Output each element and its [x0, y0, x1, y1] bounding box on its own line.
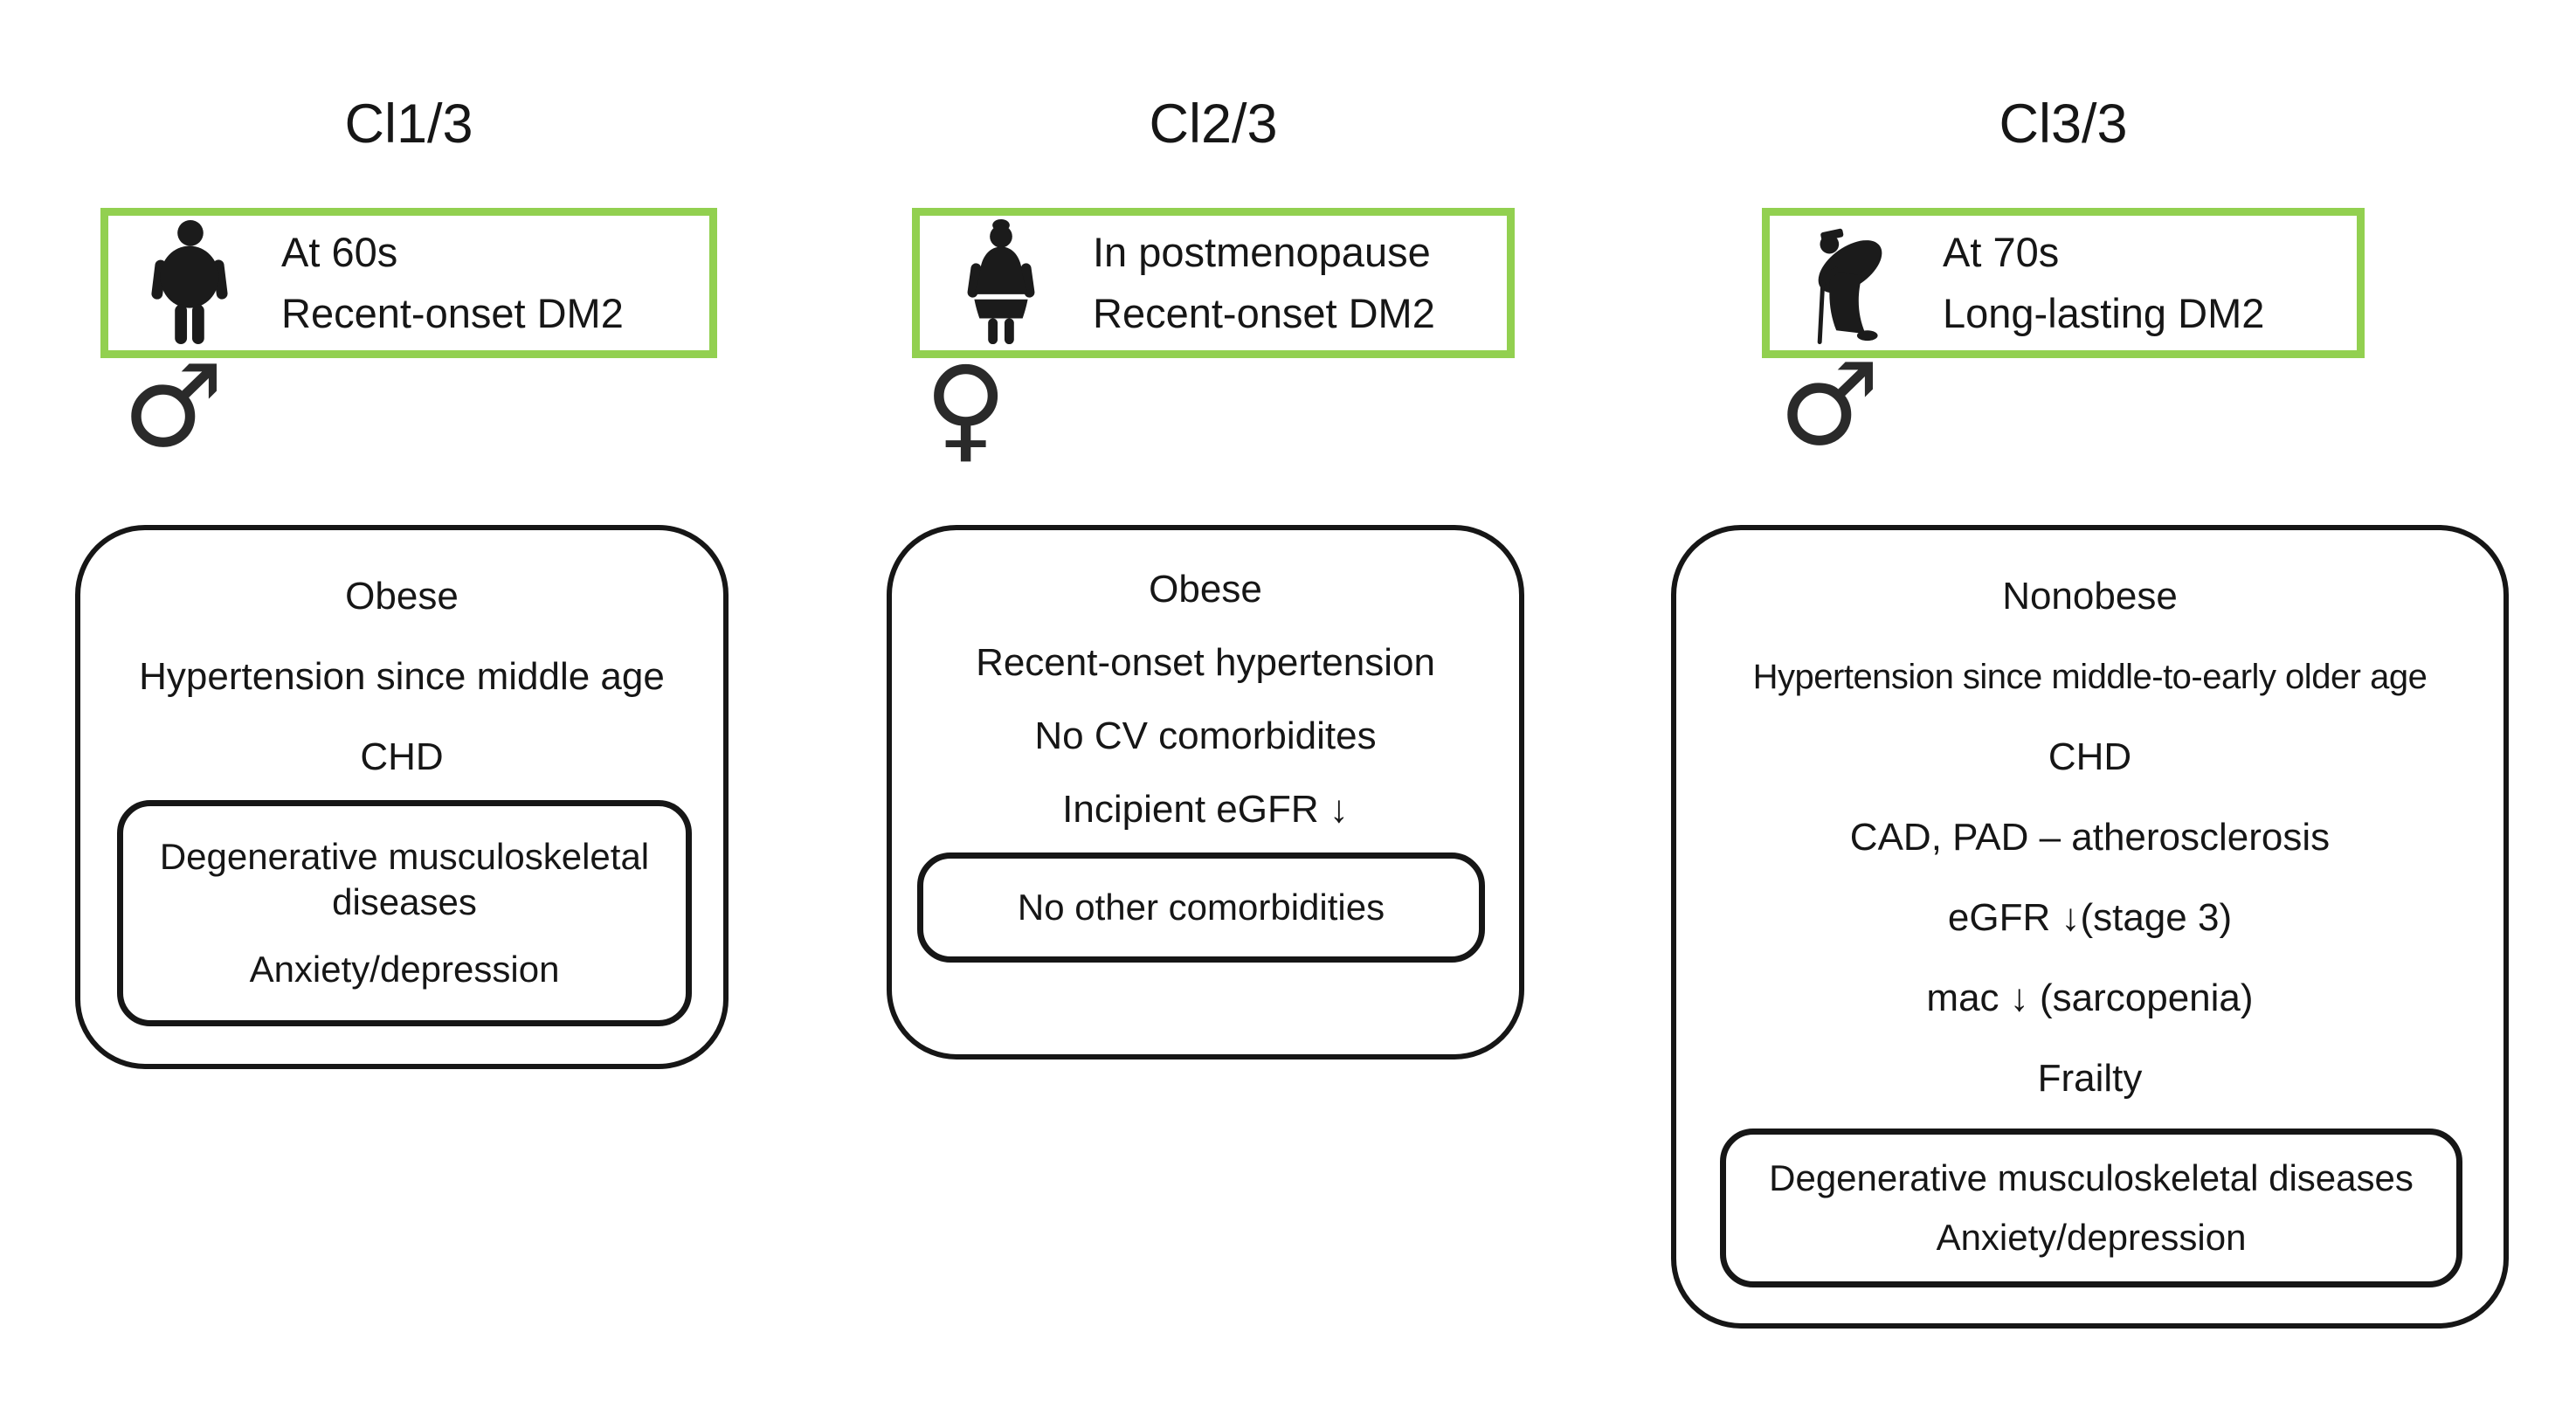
highlight-item: Anxiety/depression — [249, 948, 560, 990]
patient-description: At 60s Recent-onset DM2 — [281, 222, 624, 344]
comorbidity-item: CHD — [360, 735, 444, 778]
patient-description: At 70s Long-lasting DM2 — [1943, 222, 2264, 344]
patient-line: Recent-onset DM2 — [281, 290, 624, 336]
comorbidity-item: Incipient eGFR ↓ — [1062, 788, 1349, 831]
elderly-man-cane-icon — [1799, 218, 1903, 348]
highlight-item: No other comorbidities — [1017, 886, 1385, 928]
cluster-2-patient-box: In postmenopause Recent-onset DM2 — [912, 208, 1515, 358]
cluster-3-comorbidity-box: Nonobese Hypertension since middle-to-ea… — [1671, 525, 2509, 1329]
comorbidity-item: Hypertension since middle age — [139, 655, 665, 698]
comorbidity-item: Nonobese — [2002, 575, 2178, 618]
highlight-item: Degenerative musculoskeletal diseases — [159, 835, 650, 923]
patient-line: Long-lasting DM2 — [1943, 290, 2265, 336]
comorbidity-item: CHD — [2048, 735, 2132, 778]
cluster-1-highlight-box: Degenerative musculoskeletal diseases An… — [117, 800, 692, 1026]
obese-woman-icon — [950, 218, 1053, 348]
cluster-1-patient-box: At 60s Recent-onset DM2 — [100, 208, 717, 358]
cluster-2-title: Cl2/3 — [1149, 93, 1278, 155]
comorbidity-item: eGFR ↓(stage 3) — [1947, 896, 2233, 939]
obese-man-icon — [138, 218, 241, 348]
cluster-3-title: Cl3/3 — [1999, 93, 2128, 155]
cluster-2-highlight-box: No other comorbidities — [917, 852, 1485, 963]
comorbidity-item: Recent-onset hypertension — [976, 641, 1435, 684]
patient-line: At 70s — [1943, 229, 2060, 275]
highlight-item: Anxiety/depression — [1936, 1216, 2247, 1258]
patient-line: In postmenopause — [1093, 229, 1431, 275]
highlight-item: Degenerative musculoskeletal diseases — [1769, 1156, 2414, 1198]
comorbidity-item: CAD, PAD – atherosclerosis — [1849, 816, 2331, 859]
comorbidity-item: Obese — [1149, 568, 1262, 611]
male-symbol: ♂ — [122, 340, 224, 473]
cluster-3-patient-box: At 70s Long-lasting DM2 — [1762, 208, 2365, 358]
comorbidity-item: mac ↓ (sarcopenia) — [1926, 977, 2254, 1019]
comorbidity-item: Obese — [345, 575, 459, 618]
cluster-2-comorbidity-box: Obese Recent-onset hypertension No CV co… — [887, 525, 1524, 1060]
comorbidity-item: No CV comorbidites — [1034, 714, 1377, 757]
comorbidity-item: Hypertension since middle-to-early older… — [1752, 657, 2428, 696]
cluster-1-comorbidity-box: Obese Hypertension since middle age CHD … — [75, 525, 729, 1069]
female-symbol: ♀ — [924, 342, 1008, 474]
comorbidity-item: Frailty — [2037, 1057, 2143, 1100]
cluster-1-title: Cl1/3 — [344, 93, 473, 155]
patient-line: At 60s — [281, 229, 398, 275]
cluster-3-highlight-box: Degenerative musculoskeletal diseases An… — [1720, 1129, 2462, 1287]
male-symbol: ♂ — [1778, 338, 1881, 471]
patient-description: In postmenopause Recent-onset DM2 — [1093, 222, 1435, 344]
patient-line: Recent-onset DM2 — [1093, 290, 1435, 336]
